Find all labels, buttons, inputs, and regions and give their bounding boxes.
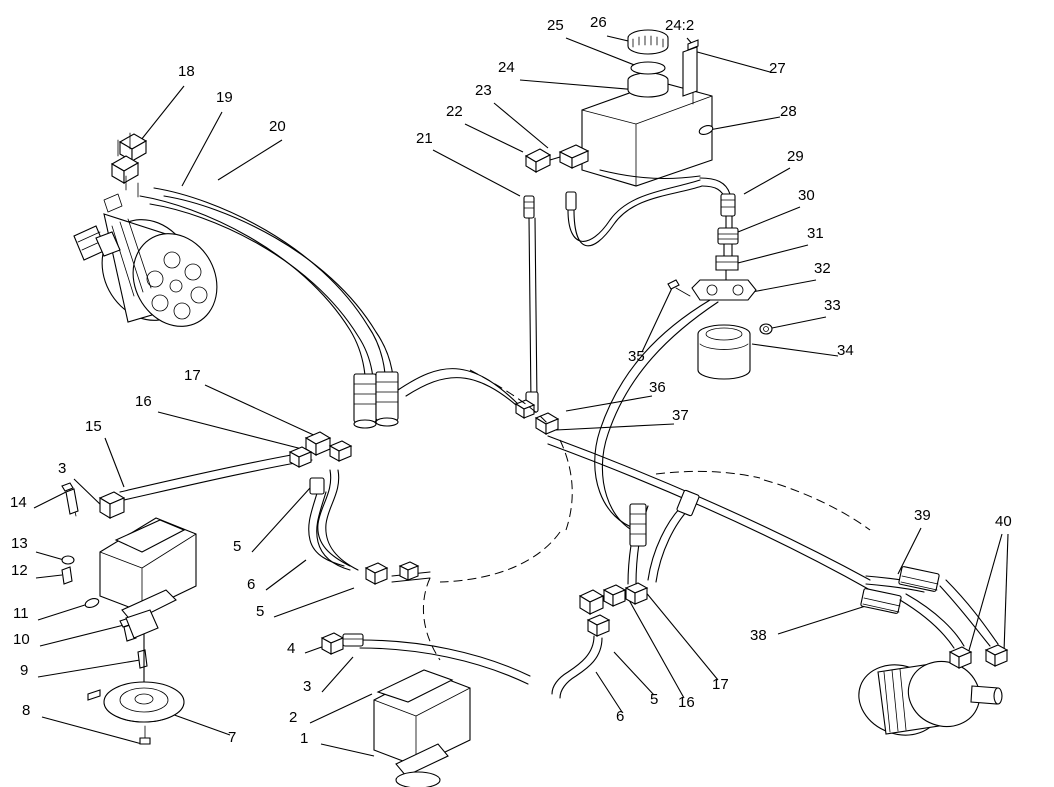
callout-10: 10 [13,631,30,648]
callout-33: 33 [824,297,841,314]
callout-26: 26 [590,14,607,31]
callout-5c: 5 [650,691,659,708]
callout-19: 19 [216,89,233,106]
callout-15: 15 [85,418,102,435]
callout-3a: 3 [303,678,312,695]
callout-8: 8 [22,702,31,719]
callout-5b: 5 [233,538,242,555]
callout-28: 28 [780,103,797,120]
callout-17b: 17 [712,676,729,693]
callout-9: 9 [20,662,29,679]
callout-14: 14 [10,494,27,511]
callout-38: 38 [750,627,767,644]
callout-13: 13 [11,535,28,552]
callout-18: 18 [178,63,195,80]
callout-40: 40 [995,513,1012,530]
callout-36: 36 [649,379,666,396]
callout-5a: 5 [256,603,265,620]
callout-24-2: 24:2 [665,17,695,34]
callout-17a: 17 [184,367,201,384]
callout-16b: 16 [678,694,695,711]
callout-1: 1 [300,730,309,747]
callout-25: 25 [547,17,564,34]
callout-29: 29 [787,148,804,165]
callout-20: 20 [269,118,286,135]
callout-7: 7 [228,729,237,746]
callout-16a: 16 [135,393,152,410]
callout-24: 24 [498,59,515,76]
callout-6b: 6 [616,708,625,725]
callout-34: 34 [837,342,854,359]
callout-2: 2 [289,709,298,726]
callout-4: 4 [287,640,296,657]
callout-11: 11 [13,605,29,622]
callout-21: 21 [416,130,433,147]
callout-30: 30 [798,187,815,204]
callout-12: 12 [11,562,28,579]
callout-37: 37 [672,407,689,424]
callout-35: 35 [628,348,645,365]
callout-32: 32 [814,260,831,277]
callout-3b: 3 [58,460,67,477]
callout-31: 31 [807,225,824,242]
callout-6a: 6 [247,576,256,593]
callout-27: 27 [769,60,786,77]
callout-39: 39 [914,507,931,524]
callout-23: 23 [475,82,492,99]
callout-22: 22 [446,103,463,120]
